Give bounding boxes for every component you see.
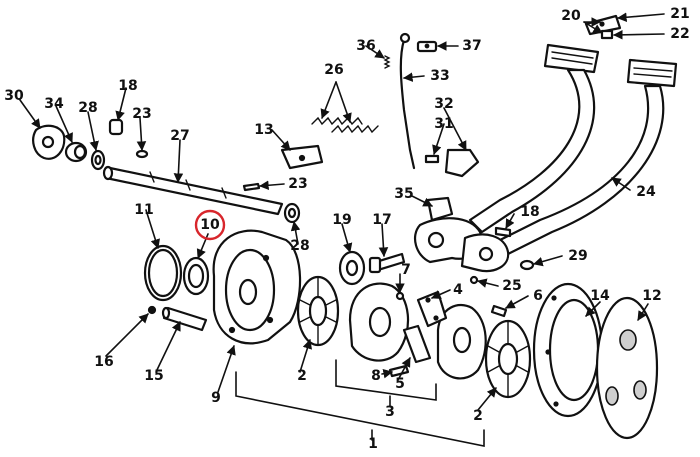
washer-28-left [90, 149, 106, 171]
brake-drum [532, 282, 604, 418]
link-5 [402, 324, 432, 364]
brake-disc-left [296, 275, 340, 347]
callout-8: 8 [371, 368, 381, 384]
oil-seal [182, 256, 210, 296]
callout-34: 34 [44, 96, 64, 112]
callout-10: 10 [200, 217, 220, 233]
leader-lines [19, 12, 665, 447]
clip-25 [469, 275, 479, 285]
callout-27: 27 [170, 128, 189, 144]
parking-lock-rod [383, 32, 480, 178]
callout-22: 22 [670, 26, 689, 42]
plug-18-left [108, 118, 124, 136]
brake-disc-right [484, 319, 532, 399]
callout-31: 31 [434, 116, 453, 132]
cover-30 [32, 124, 66, 160]
callout-26: 26 [324, 62, 343, 78]
callout-7: 7 [401, 262, 411, 278]
washer-29 [519, 259, 535, 271]
o-ring [143, 244, 183, 302]
callout-4: 4 [453, 282, 463, 298]
bushing-34 [64, 141, 88, 163]
callout-33: 33 [430, 68, 449, 84]
callout-16: 16 [94, 354, 113, 370]
callout-18-right: 18 [520, 204, 539, 220]
callout-25: 25 [502, 278, 521, 294]
callout-6: 6 [533, 288, 543, 304]
callout-5: 5 [395, 376, 405, 392]
ball-16 [147, 305, 157, 315]
callout-20: 20 [561, 8, 581, 24]
highlight-ring [194, 209, 226, 241]
callout-18-left: 18 [118, 78, 137, 94]
callout-30: 30 [4, 88, 24, 104]
brake-cover [595, 296, 659, 440]
roller [338, 250, 366, 286]
callout-28-left: 28 [78, 100, 97, 116]
pin-15 [161, 306, 208, 332]
callout-23-right: 23 [288, 176, 307, 192]
adjusting-bolt [368, 252, 406, 274]
callout-13: 13 [254, 122, 273, 138]
bolt-6 [490, 304, 508, 318]
pressure-plate-rear [436, 303, 487, 380]
callout-21: 21 [670, 6, 689, 22]
callout-28-right: 28 [290, 238, 309, 254]
callout-35: 35 [394, 186, 413, 202]
brake-pedal-pair [413, 43, 678, 273]
link-4 [416, 290, 448, 328]
callout-32: 32 [434, 96, 453, 112]
callout-2-right: 2 [473, 408, 483, 424]
ball-7 [395, 291, 405, 301]
callout-labels: 1 2 2 3 4 5 6 7 8 9 10 11 12 13 14 15 16… [4, 6, 689, 452]
callout-23-top: 23 [132, 106, 151, 122]
callout-15: 15 [144, 368, 163, 384]
mounting-bracket [280, 144, 324, 170]
pin-23-top [135, 149, 149, 159]
callout-29: 29 [568, 248, 587, 264]
cross-shaft [102, 165, 284, 216]
brake-housing [212, 229, 302, 345]
callout-3: 3 [385, 404, 395, 420]
pin-23-right [242, 182, 261, 192]
callout-24: 24 [636, 184, 656, 200]
callout-37: 37 [462, 38, 481, 54]
callout-17: 17 [372, 212, 391, 228]
callout-12: 12 [642, 288, 661, 304]
washer-28-right [283, 202, 301, 224]
callout-36: 36 [356, 38, 375, 54]
callout-19: 19 [332, 212, 351, 228]
return-springs [311, 116, 379, 134]
callout-11: 11 [134, 202, 153, 218]
callout-1: 1 [368, 436, 378, 452]
bolt-18-right [494, 226, 512, 238]
callout-14: 14 [590, 288, 610, 304]
actuating-lever [426, 196, 454, 222]
callout-9: 9 [211, 390, 221, 406]
pressure-plate-front [348, 282, 410, 362]
callout-2-left: 2 [297, 368, 307, 384]
